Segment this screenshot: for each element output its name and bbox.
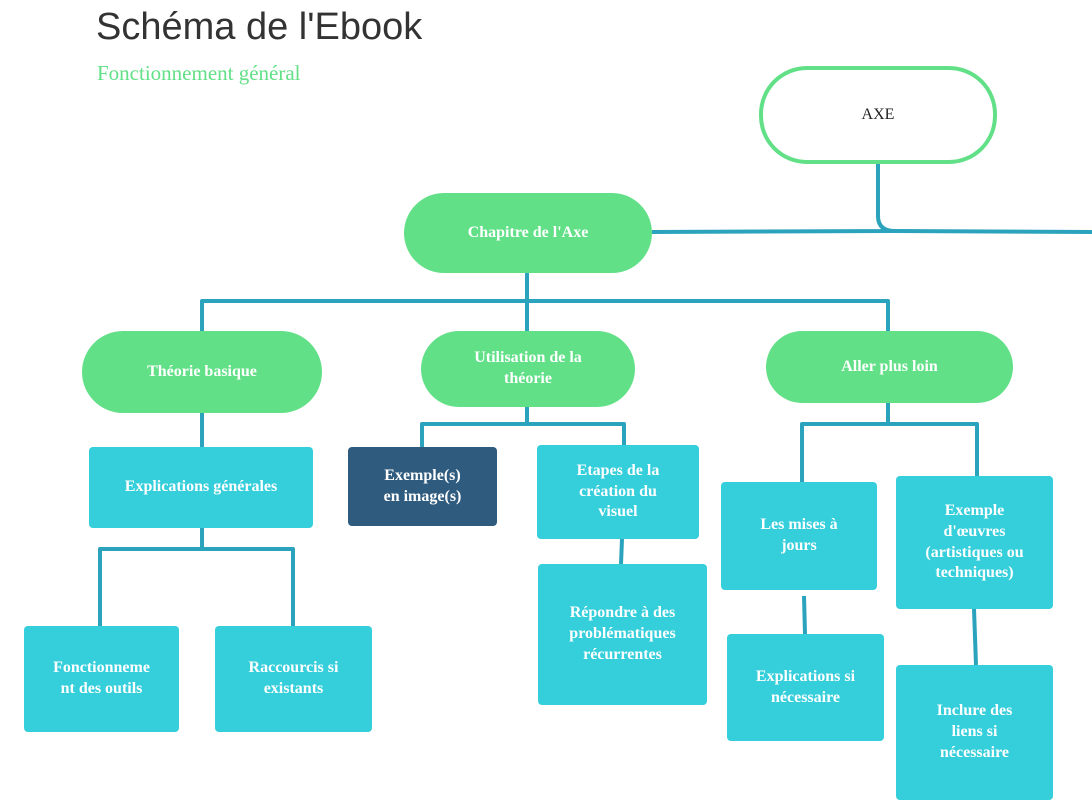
node-utilisation[interactable]: Utilisation de la théorie [421,331,635,407]
node-aller-plus-loin[interactable]: Aller plus loin [766,331,1013,403]
connector-chapitre-level2 [200,273,890,333]
node-etapes-creation[interactable]: Etapes de la création du visuel [537,445,699,539]
page-title: Schéma de l'Ebook [96,6,423,48]
connector-mises-explications [802,595,807,635]
node-explications-si[interactable]: Explications si nécessaire [727,634,884,741]
node-exemple-oeuvres[interactable]: Exemple d'œuvres (artistiques ou techniq… [896,476,1053,609]
connector-aller-children [800,403,979,482]
connector-utilisation-children [420,407,626,447]
node-repondre[interactable]: Répondre à des problématiques récurrente… [538,564,707,705]
node-chapitre[interactable]: Chapitre de l'Axe [404,193,652,273]
page-subtitle: Fonctionnement général [97,61,301,85]
node-mises-a-jour[interactable]: Les mises à jours [721,482,877,590]
node-inclure-liens[interactable]: Inclure des liens si nécessaire [896,665,1053,800]
node-fonctionnement-outils[interactable]: Fonctionneme nt des outils [24,626,179,732]
node-axe[interactable]: AXE [759,66,997,164]
node-explications-generales[interactable]: Explications générales [89,447,313,528]
connector-explications-children [98,528,295,626]
connector-axe-chapitre [651,162,1092,234]
node-exemples-images[interactable]: Exemple(s) en image(s) [348,447,497,526]
node-theorie-basique[interactable]: Théorie basique [82,331,322,413]
node-raccourcis[interactable]: Raccourcis si existants [215,626,372,732]
connector-oeuvres-liens [972,608,978,666]
connector-etapes-repondre [619,538,624,565]
